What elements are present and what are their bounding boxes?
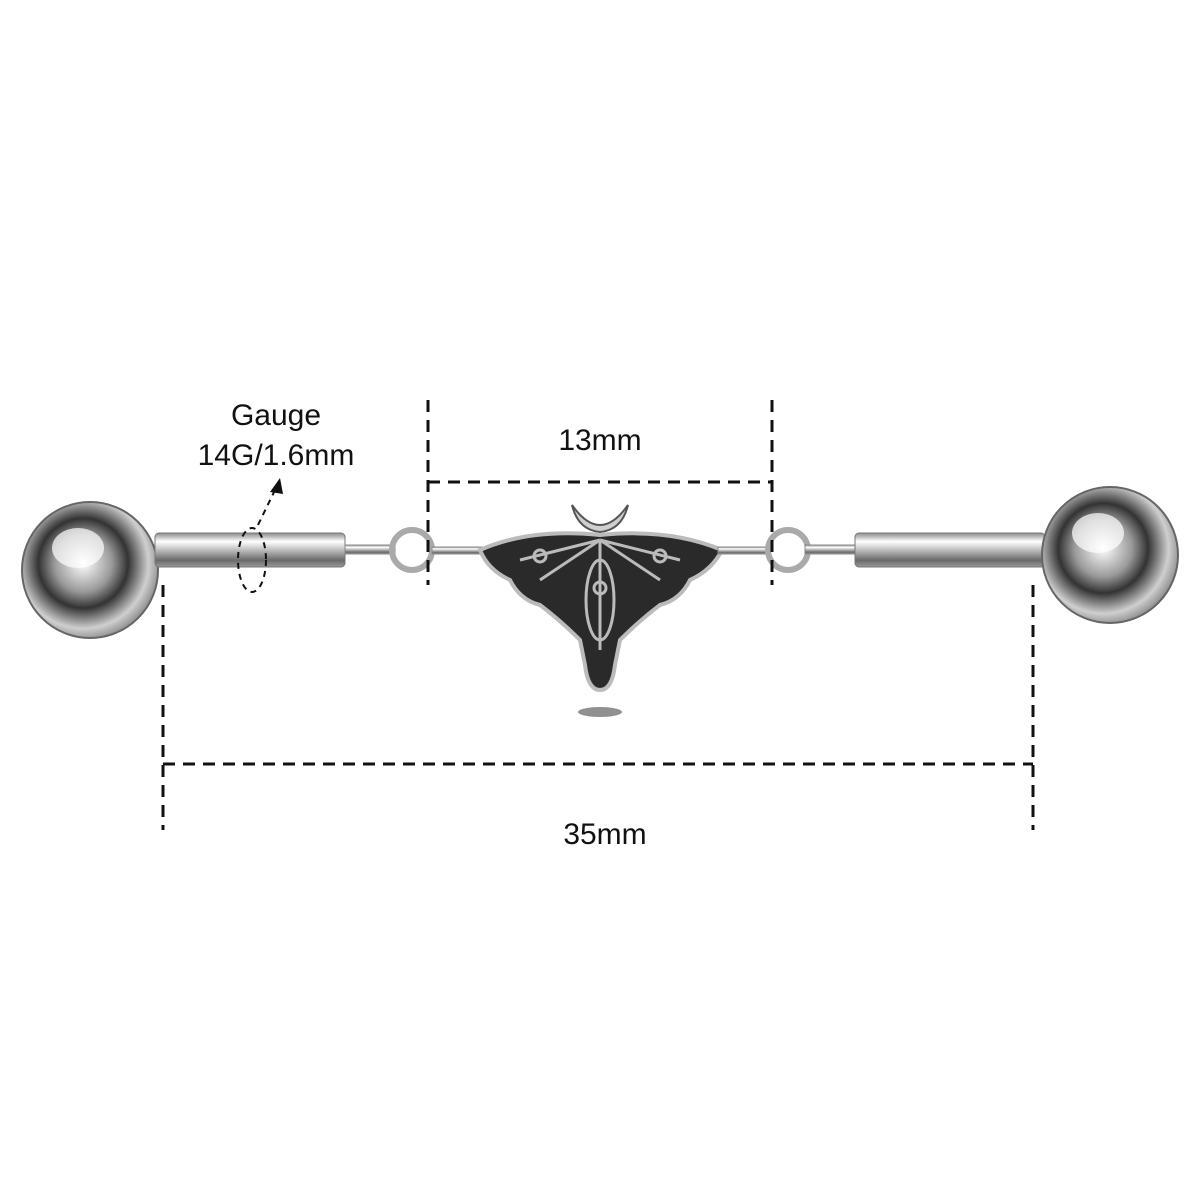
left-connector — [431, 546, 483, 555]
right-rod — [804, 544, 858, 555]
crescent-moon-icon — [571, 504, 629, 534]
left-bar-tube — [154, 532, 346, 568]
gauge-marker-ellipse — [237, 527, 267, 593]
gauge-value: 14G/1.6mm — [198, 439, 355, 472]
gauge-title: Gauge — [231, 399, 321, 432]
right-jump-ring — [765, 527, 811, 573]
gauge-arrow-line — [257, 487, 277, 526]
moth-charm — [477, 504, 725, 717]
right-ball-end — [1041, 486, 1179, 624]
charm-width-label: 13mm — [558, 424, 641, 457]
left-rod — [344, 544, 396, 555]
left-ball-end — [21, 501, 159, 639]
right-bar-tube — [854, 532, 1046, 568]
right-connector — [717, 546, 769, 555]
total-length-label: 35mm — [563, 818, 646, 851]
left-jump-ring — [389, 527, 435, 573]
arrowhead-icon — [270, 478, 283, 494]
